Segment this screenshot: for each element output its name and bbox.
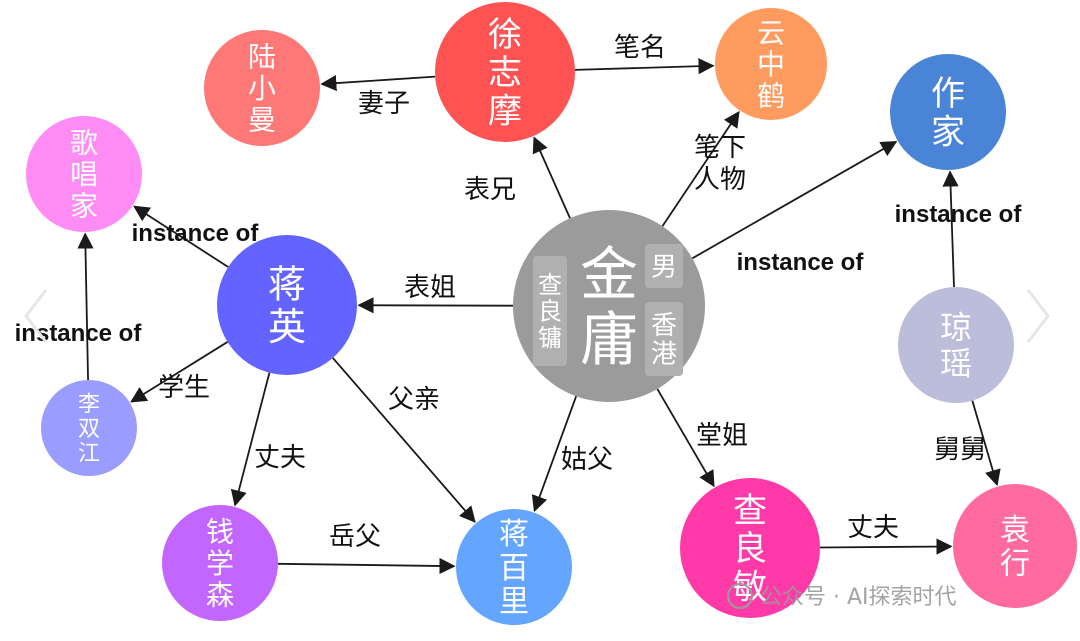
node-zhaliangmin[interactable]: 查良敏 xyxy=(680,478,820,618)
node-label-zuojia: 作家 xyxy=(931,74,965,152)
carousel-prev-arrow-icon[interactable] xyxy=(24,289,48,343)
node-circle-yunzhonghe[interactable] xyxy=(715,8,827,120)
node-circle-luxiaoman[interactable] xyxy=(204,30,320,146)
edge-jinyong-zhaliangmin xyxy=(656,388,715,488)
node-circle-zhaliangmin[interactable] xyxy=(680,478,820,618)
node-label-jinyong: 金庸 xyxy=(580,240,638,373)
edge-jinyong-zuojia xyxy=(691,140,898,260)
node-yuanxing[interactable]: 袁行 xyxy=(953,484,1077,608)
edge-jiangying-lishuangjiang xyxy=(130,341,229,403)
edge-jinyong-jiangbaili xyxy=(531,395,578,513)
node-circle-gechangjia[interactable] xyxy=(26,116,142,232)
edge-label-qiongyao-yuanxing: 舅舅 xyxy=(934,435,986,465)
node-lishuangjiang[interactable]: 李双江 xyxy=(41,380,137,476)
node-xuzhimo[interactable]: 徐志摩 xyxy=(435,2,575,142)
node-label-jiangying: 蒋英 xyxy=(268,262,306,349)
edge-label-lishuangjiang-gechangjia: instance of xyxy=(15,320,143,347)
edge-jiangying-gechangjia xyxy=(133,205,229,268)
node-circle-jiangying[interactable] xyxy=(217,235,357,375)
edge-label-zhaliangmin-yuanxing: 丈夫 xyxy=(847,513,899,543)
edge-qiongyao-yuanxing xyxy=(971,400,1001,487)
edge-label-xuzhimo-luxiaoman: 妻子 xyxy=(358,89,410,119)
edge-label-jinyong-zhaliangmin: 堂姐 xyxy=(696,421,748,451)
node-circle-qianxuesen[interactable] xyxy=(162,505,278,621)
node-label-jiangbaili: 蒋百里 xyxy=(499,517,529,619)
edge-jinyong-yunzhonghe xyxy=(661,110,740,227)
edge-qianxuesen-jiangbaili xyxy=(277,557,456,575)
node-qiongyao[interactable]: 琼瑶 xyxy=(898,287,1014,403)
node-gechangjia[interactable]: 歌唱家 xyxy=(26,116,142,232)
edge-label-xuzhimo-yunzhonghe: 笔名 xyxy=(614,33,666,63)
edge-label-jinyong-jiangbaili: 姑父 xyxy=(561,445,613,475)
carousel-next-arrow-icon[interactable] xyxy=(1026,289,1050,343)
edge-xuzhimo-yunzhonghe xyxy=(574,58,715,75)
edge-label-jinyong-yunzhonghe: 笔下人物 xyxy=(694,133,746,195)
edge-label-jinyong-xuzhimo: 表兄 xyxy=(464,175,516,205)
edge-label-qiongyao-zuojia: instance of xyxy=(895,201,1023,228)
attr-birth-name: 查良镛 xyxy=(538,271,562,352)
attr-region-box xyxy=(645,302,683,376)
edge-zhaliangmin-yuanxing xyxy=(819,538,953,555)
edge-jiangying-qianxuesen xyxy=(230,372,271,507)
node-label-yunzhonghe: 云中鹤 xyxy=(757,17,785,113)
attr-birth-name-box xyxy=(533,256,567,366)
edge-label-jinyong-zuojia: instance of xyxy=(737,249,865,276)
node-circle-jiangbaili[interactable] xyxy=(456,509,572,625)
edge-lishuangjiang-gechangjia xyxy=(77,232,94,381)
node-circle-qiongyao[interactable] xyxy=(898,287,1014,403)
edge-jiangying-jiangbaili xyxy=(332,357,476,523)
edge-jinyong-xuzhimo xyxy=(532,136,571,219)
node-circle-xuzhimo[interactable] xyxy=(435,2,575,142)
attr-gender: 男 xyxy=(651,252,677,282)
node-circle-zuojia[interactable] xyxy=(890,54,1006,170)
node-label-lishuangjiang: 李双江 xyxy=(78,392,100,466)
node-circle-yuanxing[interactable] xyxy=(953,484,1077,608)
node-label-qiongyao: 琼瑶 xyxy=(940,309,972,383)
node-qianxuesen[interactable]: 钱学森 xyxy=(162,505,278,621)
node-label-zhaliangmin: 查良敏 xyxy=(733,491,767,607)
attr-gender-box xyxy=(645,244,683,288)
edge-xuzhimo-luxiaoman xyxy=(320,75,436,92)
node-jiangying[interactable]: 蒋英 xyxy=(217,235,357,375)
watermark: 公众号 · AI探索时代 xyxy=(727,583,957,610)
node-label-luxiaoman: 陆小曼 xyxy=(248,41,276,137)
node-zuojia[interactable]: 作家 xyxy=(890,54,1006,170)
watermark-text: 公众号 · AI探索时代 xyxy=(760,585,957,610)
node-label-yuanxing: 袁行 xyxy=(1000,513,1030,582)
node-label-qianxuesen: 钱学森 xyxy=(206,516,234,612)
node-luxiaoman[interactable]: 陆小曼 xyxy=(204,30,320,146)
node-label-xuzhimo: 徐志摩 xyxy=(488,15,522,131)
edge-label-jinyong-jiangying: 表姐 xyxy=(404,273,456,303)
edge-qiongyao-zuojia xyxy=(942,170,959,288)
node-jiangbaili[interactable]: 蒋百里 xyxy=(456,509,572,625)
edge-label-qianxuesen-jiangbaili: 岳父 xyxy=(329,522,381,552)
edge-label-jiangying-lishuangjiang: 学生 xyxy=(158,373,210,403)
node-circle-lishuangjiang[interactable] xyxy=(41,380,137,476)
edge-label-jiangying-gechangjia: instance of xyxy=(132,220,260,247)
attr-region: 香港 xyxy=(651,311,677,370)
edge-label-jiangying-jiangbaili: 父亲 xyxy=(388,385,440,415)
edge-label-jiangying-qianxuesen: 丈夫 xyxy=(254,443,306,473)
wechat-icon xyxy=(727,583,753,609)
node-yunzhonghe[interactable]: 云中鹤 xyxy=(715,8,827,120)
node-label-gechangjia: 歌唱家 xyxy=(70,127,98,223)
